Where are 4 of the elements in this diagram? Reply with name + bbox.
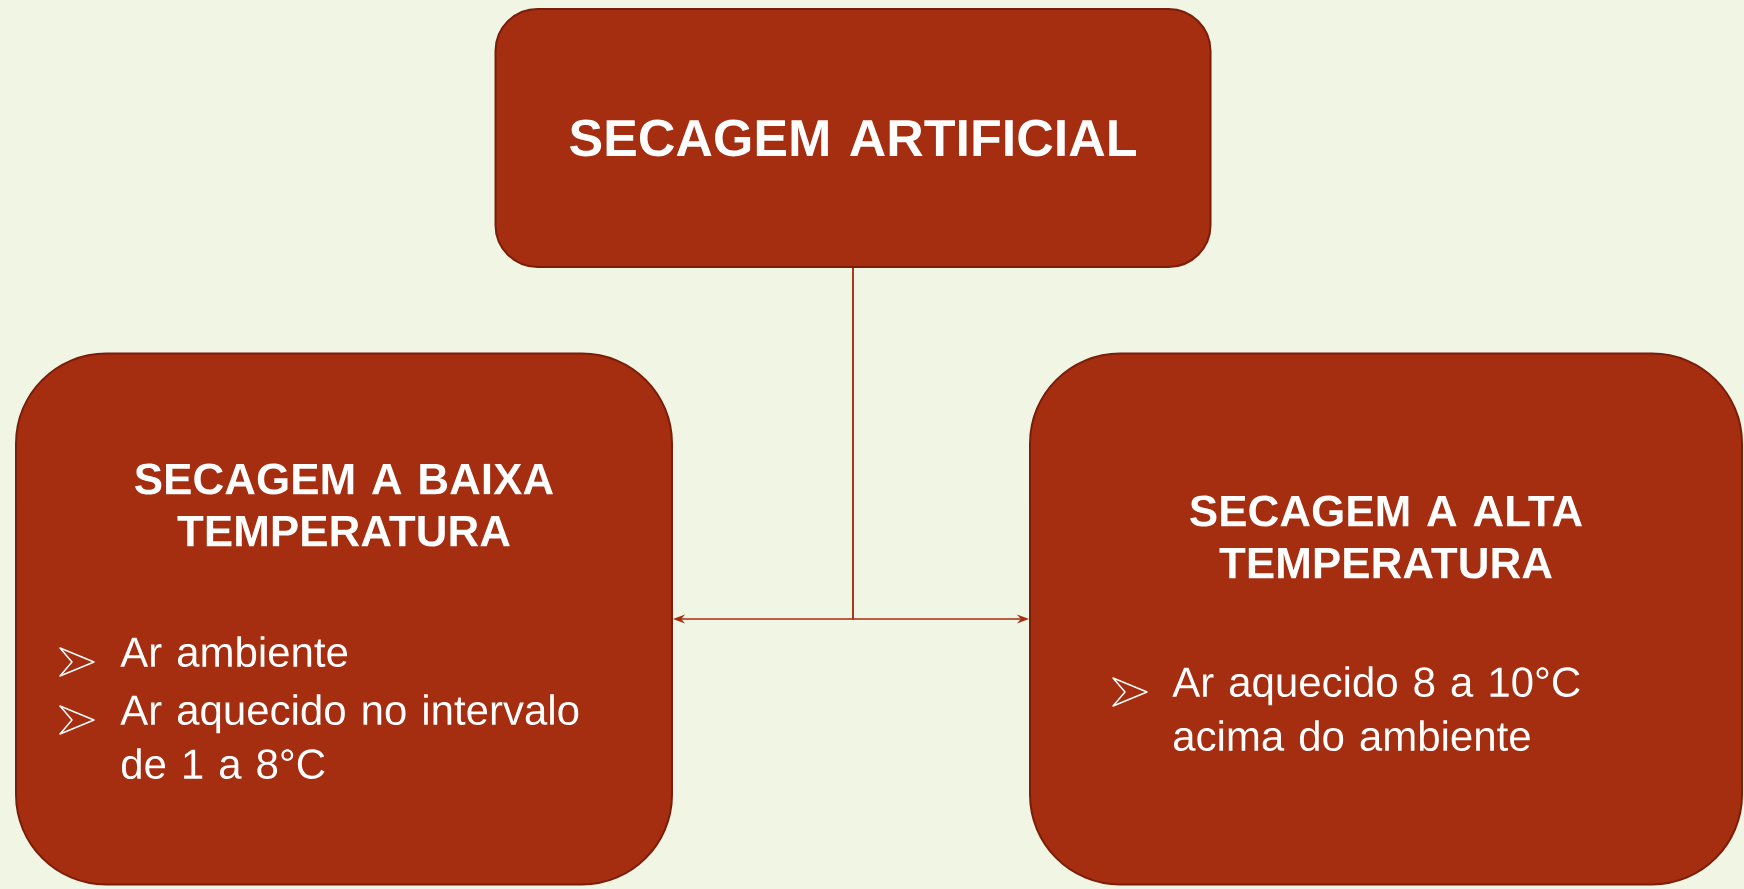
list-item: Ar aquecido 8 a 10°C acima do ambiente bbox=[1172, 666, 1580, 752]
process-box: SECAGEM ARTIFICIAL bbox=[494, 8, 1212, 268]
list-item: Ar ambiente bbox=[120, 636, 348, 668]
list-item: Ar aquecido no intervalo de 1 a 8°C bbox=[120, 694, 579, 780]
